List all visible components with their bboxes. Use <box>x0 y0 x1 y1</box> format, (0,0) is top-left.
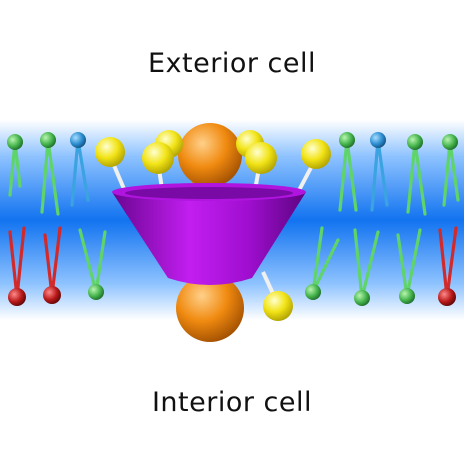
ion-lower <box>176 274 244 342</box>
lipid-molecule <box>442 134 460 207</box>
ligand-group-bottom <box>261 271 293 321</box>
interior-cell-label: Interior cell <box>151 387 313 418</box>
ligand-ball <box>95 137 125 167</box>
ligand-group-top <box>95 130 331 197</box>
channel-protein <box>112 183 306 285</box>
ligand-ball <box>301 139 331 169</box>
ligand-ball <box>263 291 293 321</box>
lipid-molecule <box>396 228 422 304</box>
lipid-molecule <box>7 134 23 197</box>
lipid-molecule <box>70 132 90 207</box>
ligand-ball <box>245 142 277 174</box>
lipid-molecule <box>438 226 458 306</box>
upper-lipid-layer <box>7 132 460 216</box>
lipid-molecule <box>40 132 60 216</box>
lipid-molecule <box>305 226 340 300</box>
ligand-ball <box>142 142 174 174</box>
lipid-molecule <box>78 228 107 300</box>
lipid-molecule <box>43 226 62 304</box>
lower-lipid-layer <box>8 226 458 306</box>
lipid-molecule <box>406 134 427 216</box>
lipid-molecule <box>8 226 26 306</box>
lipid-molecule <box>353 228 380 306</box>
lipid-molecule <box>338 132 358 212</box>
lipid-molecule <box>370 132 389 212</box>
exterior-cell-label: Exterior cell <box>148 48 316 79</box>
